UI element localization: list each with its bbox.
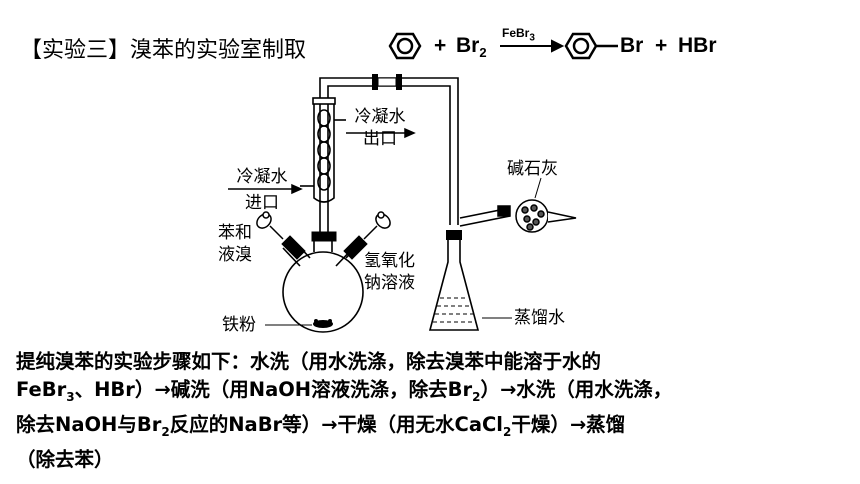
steps-line-4: （除去苯） [16,447,114,471]
distilled-water-label: 蒸馏水 [514,308,565,328]
flask-stoppers [281,231,368,260]
flask-stopper-2 [446,230,462,240]
steps-line-2: FeBr3、HBr）→碱洗（用NaOH溶液洗涤，除去Br2）→水洗（用水洗涤， [16,378,673,404]
erlenmeyer-flask [428,238,480,331]
benzene-reactant-icon [388,32,422,60]
benzene-bromine-label: 苯和 液溴 [218,223,252,265]
drying-tube [497,199,577,233]
naoh-funnel [363,211,391,240]
iron-powder [313,319,333,328]
equation-br2: Br2 [456,34,487,61]
equation-hbr: HBr [678,34,717,57]
reflux-condenser [300,97,346,232]
equation-catalyst: FeBr3 [502,26,535,44]
steps-line-3: 除去NaOH与Br2反应的NaBr等）→干燥（用无水CaCl2干燥）→蒸馏 [16,412,626,439]
equation-plus-2: + [655,34,668,57]
tube-connector [372,74,402,90]
benzene-funnel [256,211,284,240]
steps-line-1: 提纯溴苯的实验步骤如下：水洗（用水洗涤，除去溴苯中能溶于水的 [16,350,602,373]
benzene-product-icon [564,32,618,60]
page-title: 【实验三】溴苯的实验室制取 [20,38,307,63]
distilled-water [433,297,476,323]
water-in-arrow [228,183,303,195]
water-out-arrow [346,127,416,139]
condenser-inlet-label: 冷凝水 进口 [236,167,288,213]
reaction-arrow-icon [500,39,565,53]
purification-steps: 提纯溴苯的实验步骤如下：水洗（用水洗涤，除去溴苯中能溶于水的 FeBr3、HBr… [16,348,846,474]
soda-lime-leader [534,177,542,199]
naoh-label: 氢氧化 钠溶液 [364,251,415,293]
iron-powder-label: 铁粉 [222,315,256,335]
equation-product-br: Br [620,34,644,57]
condenser-outlet-label: 冷凝水 出口 [354,107,406,149]
equation-plus-1: + [434,34,447,57]
connecting-tube [319,77,459,225]
soda-lime-label: 碱石灰 [507,159,558,179]
